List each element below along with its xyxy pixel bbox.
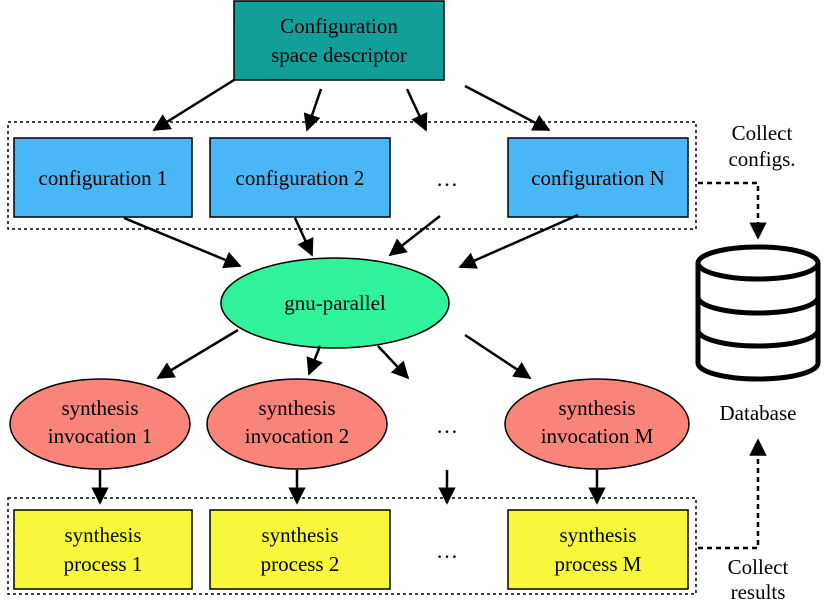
configuration-label-1: configuration 1 <box>39 166 168 190</box>
invocation-1-line1: synthesis <box>61 396 138 420</box>
process-m-line1: synthesis <box>559 523 636 547</box>
arrow-descriptor-to-config-n <box>464 84 551 132</box>
arrow-collect-results-to-database <box>698 438 767 550</box>
arrow-collect-configs-to-database <box>698 181 767 240</box>
descriptor-label-line1: Configuration <box>280 14 398 38</box>
configuration-node-n: configuration N <box>507 137 689 218</box>
gnu-parallel-label: gnu-parallel <box>284 291 386 315</box>
arrow-gnu-parallel-to-ellipsis <box>377 345 410 380</box>
invocation-m-line2: invocation M <box>541 424 654 448</box>
collect-configs-label-line1: Collect <box>732 121 793 145</box>
synthesis-invocation-node-1: synthesis invocation 1 <box>9 378 191 470</box>
processes-group-frame <box>7 497 697 595</box>
configs-group-frame <box>7 121 697 230</box>
process-2-line2: process 2 <box>261 552 340 576</box>
process-2-line1: synthesis <box>261 523 338 547</box>
synthesis-process-node-m: synthesis process M <box>507 509 689 590</box>
invocation-2-line2: invocation 2 <box>245 424 349 448</box>
process-1-line2: process 1 <box>64 552 143 576</box>
configuration-node-2: configuration 2 <box>209 137 391 218</box>
process-m-line2: process M <box>555 552 642 576</box>
database-label: Database <box>720 401 797 425</box>
invocations-ellipsis: … <box>436 413 458 438</box>
invocation-1-line2: invocation 1 <box>48 424 152 448</box>
arrow-gnu-parallel-to-invocation-2 <box>306 345 323 376</box>
configuration-node-1: configuration 1 <box>13 137 193 218</box>
collect-results-label-line1: Collect <box>728 555 789 579</box>
synthesis-process-node-2: synthesis process 2 <box>209 509 391 590</box>
arrow-descriptor-to-config-2 <box>303 88 323 132</box>
processes-ellipsis: … <box>436 538 458 563</box>
arrow-config-1-to-gnu-parallel <box>123 216 242 269</box>
invocation-m-line1: synthesis <box>558 396 635 420</box>
arrow-gnu-parallel-to-invocation-1 <box>156 328 239 380</box>
configuration-space-descriptor-node: Configuration space descriptor <box>233 0 445 81</box>
configuration-label-n: configuration N <box>531 166 665 190</box>
configurations-ellipsis: … <box>436 166 458 191</box>
database-icon <box>695 244 821 382</box>
descriptor-label-line2: space descriptor <box>271 43 407 67</box>
arrow-descriptor-to-config-1 <box>152 78 235 132</box>
process-1-line1: synthesis <box>64 523 141 547</box>
collect-results-label-line2: results <box>731 580 786 603</box>
arrow-config-2-to-gnu-parallel <box>293 217 314 257</box>
arrow-config-n-to-gnu-parallel <box>458 213 579 269</box>
arrow-descriptor-to-ellipsis <box>405 88 428 132</box>
synthesis-process-node-1: synthesis process 1 <box>13 509 193 590</box>
invocation-2-line1: synthesis <box>258 396 335 420</box>
arrow-ellipsis-to-gnu-parallel <box>388 215 441 257</box>
synthesis-invocation-node-2: synthesis invocation 2 <box>206 378 388 470</box>
gnu-parallel-node: gnu-parallel <box>220 257 450 349</box>
collect-configs-label-line2: configs. <box>728 147 795 171</box>
synthesis-invocation-node-m: synthesis invocation M <box>504 378 690 470</box>
configuration-label-2: configuration 2 <box>236 166 365 190</box>
arrow-gnu-parallel-to-invocation-m <box>464 333 532 380</box>
